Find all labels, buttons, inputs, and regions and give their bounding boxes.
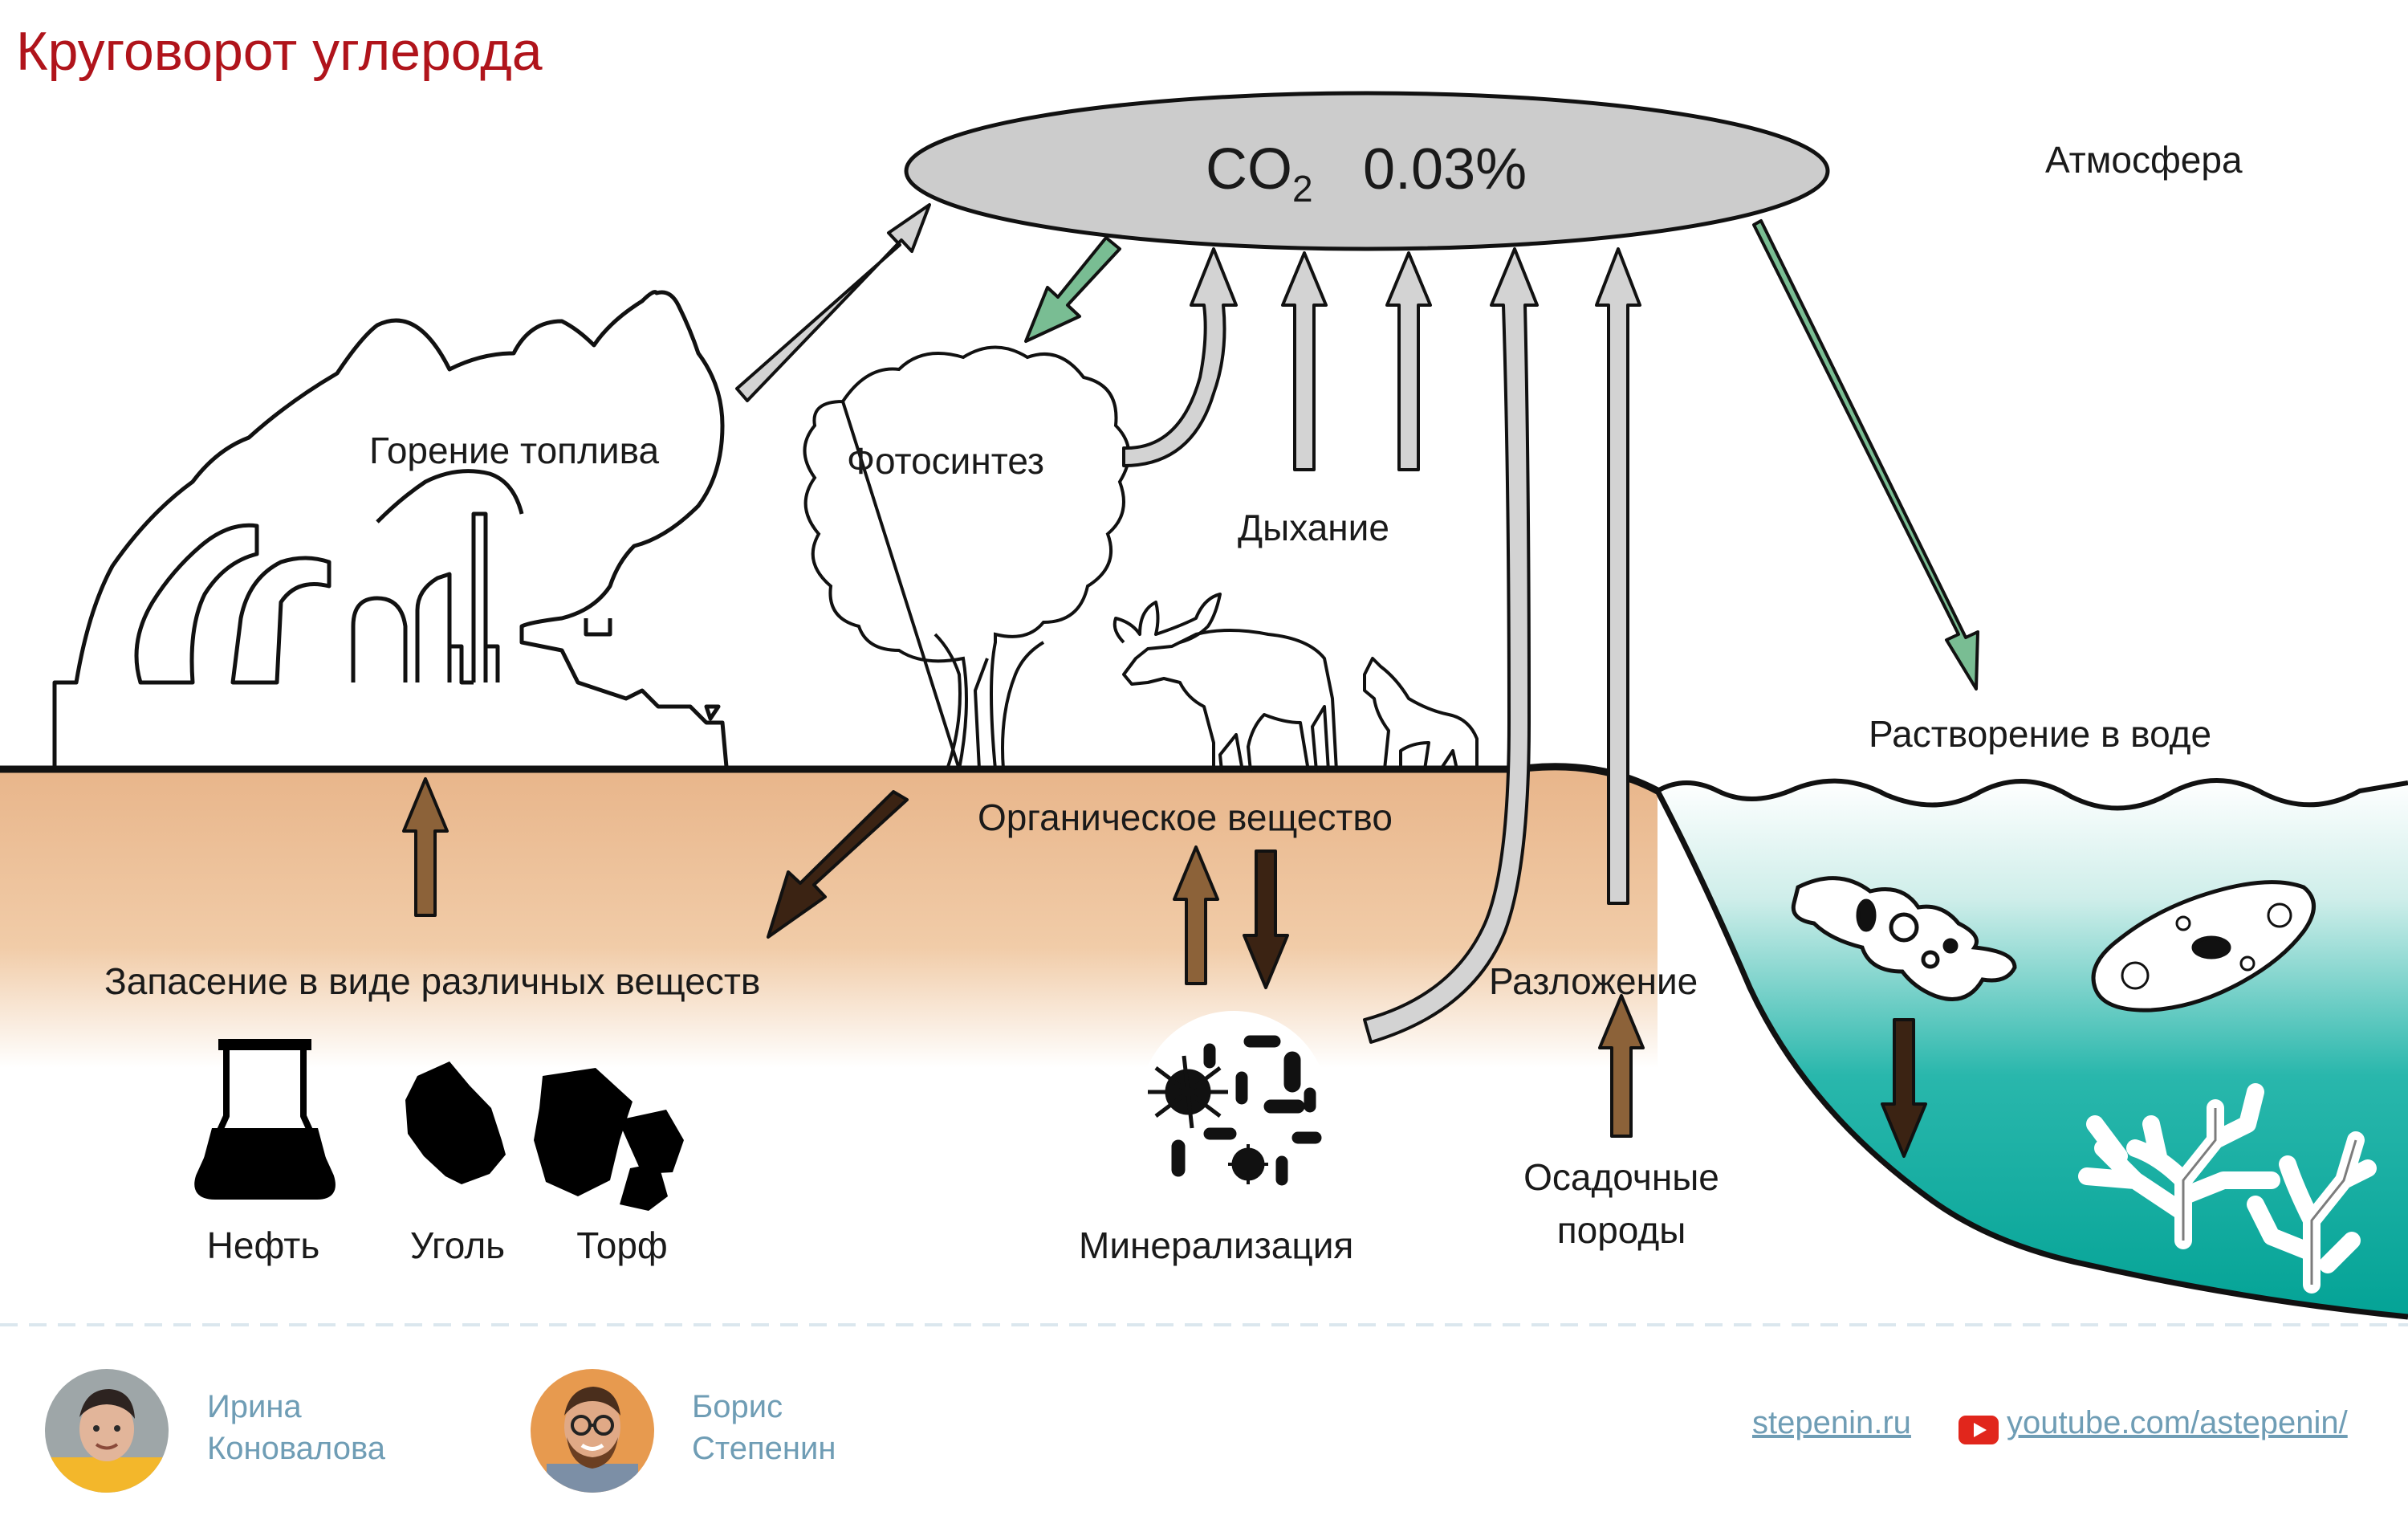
oil-label: Нефть xyxy=(207,1224,320,1266)
page-title: Круговорот углерода xyxy=(16,21,543,82)
coal-label: Уголь xyxy=(410,1224,505,1266)
co2-ellipse xyxy=(904,91,1830,251)
mineralization-label: Минерализация xyxy=(1079,1224,1353,1266)
co2-to-photosynthesis-arrow xyxy=(1024,236,1121,343)
youtube-icon[interactable] xyxy=(1959,1416,1999,1444)
author-irina-first: Ирина xyxy=(207,1389,302,1424)
sediment-label-line2: породы xyxy=(1557,1209,1686,1251)
mineralization-curved-arrow xyxy=(1363,247,1539,1044)
site-link[interactable]: stepenin.ru xyxy=(1752,1405,1911,1440)
author-boris-first: Борис xyxy=(692,1389,783,1424)
dissolution-label: Растворение в воде xyxy=(1869,713,2211,755)
sediment-to-co2-arrow xyxy=(1595,247,1641,905)
factory-smoke-icon xyxy=(52,290,729,768)
storage-label: Запасение в виде различных веществ xyxy=(104,960,760,1002)
avatar-boris xyxy=(531,1369,654,1493)
microbes-icon xyxy=(1139,1011,1328,1200)
wolf-icon xyxy=(1363,657,1479,771)
water-surface-line xyxy=(1656,778,2408,811)
peat-label: Торф xyxy=(576,1224,668,1266)
co2-label: CO2 xyxy=(1206,137,1313,210)
author-irina: Ирина Коновалова xyxy=(207,1386,385,1469)
photosynthesis-label: Фотосинтез xyxy=(847,440,1044,482)
flask-icon xyxy=(194,1039,336,1200)
co2-percent: 0.03% xyxy=(1363,137,1527,202)
avatar-irina xyxy=(45,1369,169,1493)
water-down-arrow xyxy=(1881,1018,1927,1158)
photosynthesis-curved-arrow xyxy=(1122,247,1238,467)
mineralization-up-arrow xyxy=(1173,845,1219,985)
organic-to-storage-arrow xyxy=(767,790,909,939)
respiration-label: Дыхание xyxy=(1238,507,1389,548)
author-boris-last: Степенин xyxy=(692,1431,836,1466)
shore-line xyxy=(1654,789,2408,1320)
co2-subscript: 2 xyxy=(1292,168,1313,210)
paramecium-icon xyxy=(2091,880,2316,1012)
sediment-up-arrow xyxy=(1598,994,1645,1138)
youtube-link[interactable]: youtube.com/astepenin/ xyxy=(2007,1405,2348,1440)
storage-up-arrow xyxy=(402,777,449,917)
organic-down-arrow xyxy=(1243,849,1289,989)
co2-formula: CO xyxy=(1206,137,1292,202)
brown-arrows xyxy=(402,777,1927,1158)
respiration-arrow-1 xyxy=(1281,251,1328,471)
organic-label: Органическое вещество xyxy=(978,797,1393,838)
moose-icon xyxy=(1112,593,1338,772)
decomposition-label: Разложение xyxy=(1489,960,1698,1002)
tree-icon xyxy=(803,345,1131,770)
coral-outline xyxy=(2182,1108,2357,1285)
combustion-to-co2-arrow xyxy=(735,203,931,402)
gray-arrows xyxy=(735,203,1641,1044)
combustion-label: Горение топлива xyxy=(369,430,660,471)
sediment-label-line1: Осадочные xyxy=(1523,1156,1719,1198)
atmosphere-label: Атмосфера xyxy=(2045,139,2243,181)
water-body xyxy=(1658,780,2408,1317)
amoeba-icon xyxy=(1791,876,2017,1001)
peat-icon xyxy=(534,1068,684,1211)
coal-icon xyxy=(405,1061,506,1184)
author-boris: Борис Степенин xyxy=(692,1386,836,1469)
respiration-arrow-2 xyxy=(1385,251,1432,471)
author-irina-last: Коновалова xyxy=(207,1431,386,1466)
co2-to-water-arrow xyxy=(1752,219,1979,691)
